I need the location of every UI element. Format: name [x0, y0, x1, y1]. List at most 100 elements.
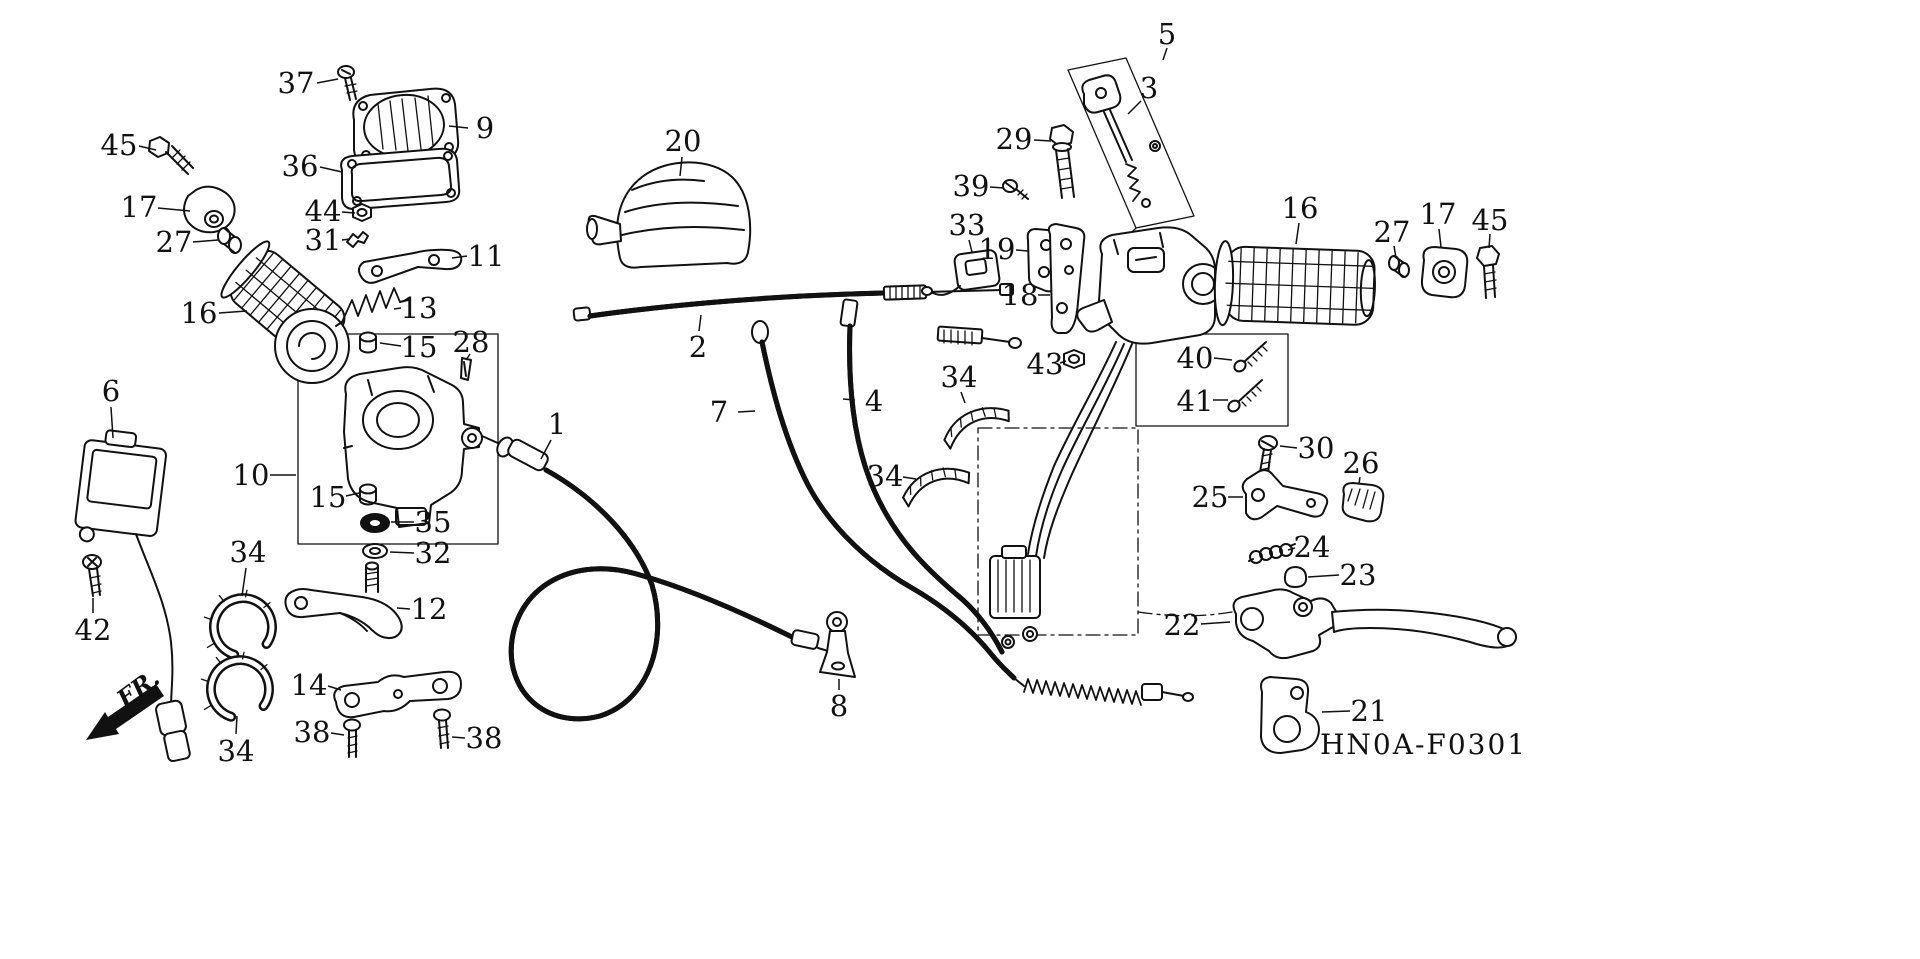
callout-leader-43-38 — [1059, 360, 1067, 364]
part-number-27-42: 27 — [1374, 215, 1411, 249]
part-37-screw — [337, 65, 358, 101]
part-7-cable — [751, 320, 1017, 681]
part-21-bracket — [1260, 676, 1320, 754]
part-22-lever-assembly — [1232, 588, 1517, 660]
cable-adjuster — [936, 325, 1022, 349]
part-38-screw-right — [433, 708, 451, 749]
part-27-collar-left — [217, 227, 242, 254]
callout-leader-17-2 — [157, 207, 191, 212]
part-27-collar-right — [1388, 255, 1410, 278]
part-number-26-48: 26 — [1343, 446, 1380, 480]
part-39-screw — [1002, 179, 1029, 200]
part-18-bracket — [1047, 223, 1086, 334]
part-20-boot — [586, 161, 752, 269]
part-number-44-7: 44 — [305, 194, 342, 228]
callout-leader-4-29 — [842, 398, 856, 401]
part-number-38-24: 38 — [466, 721, 503, 755]
part-number-45-1: 45 — [101, 128, 138, 162]
callout-leader-9-5 — [448, 125, 469, 129]
part-number-42-19: 42 — [75, 613, 112, 647]
part-number-27-3: 27 — [156, 225, 193, 259]
callout-leader-15-14 — [345, 492, 360, 497]
callout-leader-16-4 — [218, 310, 248, 314]
part-number-34-20: 34 — [230, 535, 267, 569]
part-26-cap — [1341, 482, 1385, 523]
callout-leader-38-24 — [451, 736, 466, 739]
part-36-gasket — [340, 147, 461, 211]
part-number-34-30: 34 — [941, 360, 978, 394]
part-number-17-43: 17 — [1420, 197, 1457, 231]
callout-leader-2-26 — [698, 314, 702, 332]
part-number-15-14: 15 — [310, 480, 347, 514]
part-number-24-50: 24 — [1294, 530, 1331, 564]
callout-leader-7-28 — [737, 410, 756, 413]
part-number-9-5: 9 — [476, 111, 494, 145]
part-40-screw — [1233, 341, 1268, 373]
callout-leader-29-33 — [1033, 139, 1052, 142]
wire-harness — [1027, 341, 1133, 559]
callout-leader-21-53 — [1321, 710, 1351, 713]
part-number-19-36: 19 — [979, 232, 1016, 266]
callout-leader-30-47 — [1279, 445, 1298, 449]
callout-leader-31-8 — [341, 238, 351, 241]
fr-arrow-icon — [86, 684, 164, 740]
part-number-8-32: 8 — [830, 689, 848, 723]
part-number-36-6: 36 — [282, 149, 319, 183]
part-24-spring — [1248, 543, 1296, 564]
part-number-29-33: 29 — [996, 122, 1033, 156]
part-number-2-26: 2 — [689, 330, 707, 364]
part-4-cable — [839, 298, 1005, 655]
callout-leader-24-50 — [1287, 547, 1296, 551]
callout-leader-45-44 — [1488, 233, 1491, 249]
part-number-33-35: 33 — [949, 208, 986, 242]
part-number-32-16: 32 — [415, 536, 452, 570]
callout-leader-11-9 — [451, 255, 468, 259]
part-9-cover — [352, 87, 460, 168]
part-25-bracket — [1241, 469, 1329, 521]
part-43-nut — [1063, 349, 1085, 369]
cable-coil-end — [1013, 677, 1194, 706]
callout-leader-12-17 — [396, 607, 411, 610]
callout-leader-19-36 — [1015, 249, 1029, 252]
part-15-bushing-upper — [359, 331, 377, 354]
part-number-7-28: 7 — [710, 395, 728, 429]
callout-leader-14-22 — [327, 685, 342, 691]
part-35-grommet — [360, 513, 390, 533]
callout-leader-1-25 — [540, 439, 552, 460]
assembly-box-harness — [977, 427, 1139, 636]
part-30-screw — [1258, 435, 1278, 474]
assembly-box-10 — [297, 333, 499, 545]
callout-leader-17-43 — [1438, 228, 1442, 248]
part-number-28-12: 28 — [453, 325, 490, 359]
part-34-clamp-left-lower — [200, 651, 274, 722]
part-number-21-53: 21 — [1351, 694, 1388, 728]
callout-leader-3-39 — [1127, 100, 1142, 115]
part-23-cap — [1283, 566, 1308, 588]
part-17-cap-right — [1420, 246, 1469, 299]
callout-leader-32-16 — [389, 551, 415, 554]
part-number-12-17: 12 — [411, 592, 448, 626]
part-16-grip-left — [220, 240, 350, 384]
part-31-clip — [346, 231, 369, 248]
part-33-switch — [921, 249, 1001, 296]
part-number-43-38: 43 — [1027, 347, 1064, 381]
part-3-rod — [1081, 74, 1161, 208]
part-number-30-47: 30 — [1298, 431, 1335, 465]
part-number-31-8: 31 — [305, 223, 342, 257]
callout-leader-36-6 — [319, 166, 343, 173]
part-34-clamp-left-upper — [203, 589, 277, 660]
callout-leader-23-51 — [1307, 574, 1340, 578]
connector-block — [989, 545, 1041, 649]
part-16-grip-right — [1213, 240, 1376, 327]
callout-leader-37-0 — [316, 78, 339, 84]
diagram-line-art — [74, 57, 1517, 763]
callout-leader-39-34 — [989, 186, 1005, 189]
callout-leader-20-27 — [679, 156, 683, 177]
callout-leader-33-35 — [968, 239, 973, 253]
part-number-16-41: 16 — [1282, 191, 1319, 225]
part-number-38-23: 38 — [294, 715, 331, 749]
part-number-40-45: 40 — [1177, 341, 1214, 375]
part-number-18-37: 18 — [1002, 278, 1039, 312]
